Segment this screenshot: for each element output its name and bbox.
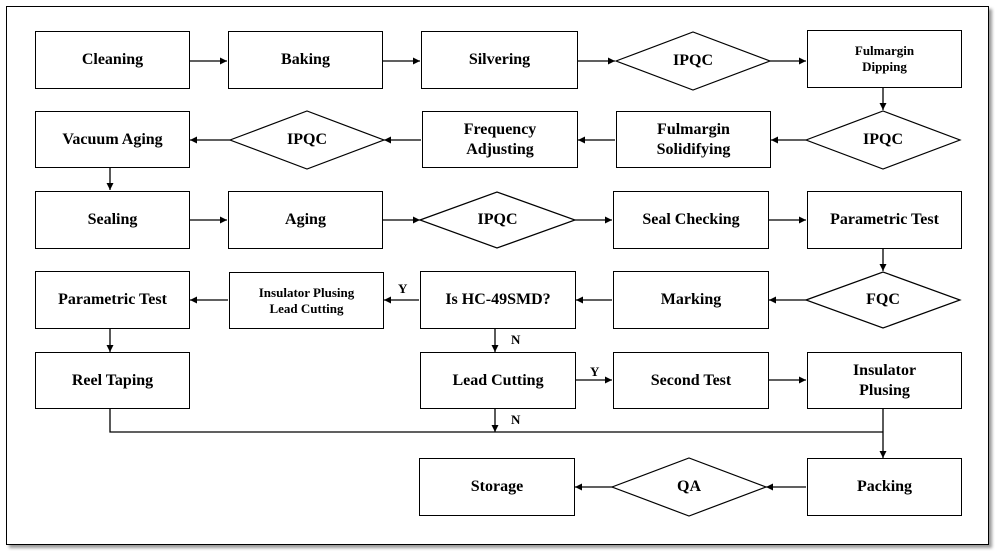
reel-taping-label: Reel Taping xyxy=(71,371,154,389)
packing-label: Packing xyxy=(856,478,913,496)
ipqc1-label: IPQC xyxy=(673,52,713,70)
reel-taping-step: Reel Taping xyxy=(35,352,190,409)
fqc-decision: FQC xyxy=(806,272,960,328)
ipqc2-label: IPQC xyxy=(863,131,903,149)
vacuum-aging-label: Vacuum Aging xyxy=(62,130,163,148)
storage-label: Storage xyxy=(470,478,524,496)
parametric-test-2-step: Parametric Test xyxy=(35,271,190,329)
aging-step: Aging xyxy=(228,191,383,249)
marking-label: Marking xyxy=(660,291,722,309)
marking-step: Marking xyxy=(613,271,769,329)
ipqc4-diamond xyxy=(418,191,577,249)
frequency-adjusting-step: Frequency Adjusting xyxy=(422,111,578,168)
ipqc1-decision: IPQC xyxy=(616,32,770,90)
baking-label: Baking xyxy=(281,51,330,69)
ipqc2-diamond xyxy=(804,110,962,170)
lead-cutting-step: Lead Cutting xyxy=(420,352,576,409)
insulator-plusing-lead-cutting-step: Insulator Plusing Lead Cutting xyxy=(229,272,384,329)
is-hc49smd-label: Is HC-49SMD? xyxy=(445,291,551,309)
storage-step: Storage xyxy=(419,458,575,516)
ipqc3-label: IPQC xyxy=(287,131,327,149)
fqc-diamond xyxy=(804,271,962,329)
branch-label-n-merge: N xyxy=(511,412,521,427)
second-test-step: Second Test xyxy=(613,352,769,409)
sealing-step: Sealing xyxy=(35,191,190,249)
baking-step: Baking xyxy=(228,31,383,89)
ipqc2-decision: IPQC xyxy=(806,111,960,169)
cleaning-label: Cleaning xyxy=(81,51,144,69)
ipqc1-diamond xyxy=(614,31,772,91)
seal-checking-step: Seal Checking xyxy=(613,191,769,249)
merge-line xyxy=(109,409,883,433)
branch-label-y-insulator: Y xyxy=(398,281,408,296)
ipqc4-label: IPQC xyxy=(477,211,518,229)
fulmargin-dipping-step: Fulmargin Dipping xyxy=(807,30,962,88)
ipqc3-diamond xyxy=(228,110,386,170)
insulator-plusing-label: Insulator Plusing xyxy=(852,362,917,399)
branch-label-y-secondtest: Y xyxy=(590,364,600,379)
branch-label-n-leadcut: N xyxy=(511,332,521,347)
aging-label: Aging xyxy=(285,211,326,229)
insulator-plusing-step: Insulator Plusing xyxy=(807,352,962,409)
parametric-test-1-label: Parametric Test xyxy=(830,211,939,229)
ipqc3-decision: IPQC xyxy=(230,111,384,169)
vacuum-aging-step: Vacuum Aging xyxy=(35,111,190,168)
parametric-test-2-label: Parametric Test xyxy=(58,291,167,309)
ipqc4-decision: IPQC xyxy=(420,192,575,248)
packing-step: Packing xyxy=(807,458,962,516)
is-hc49smd-decision: Is HC-49SMD? xyxy=(420,271,576,329)
fulmargin-dipping-label: Fulmargin Dipping xyxy=(854,43,915,74)
insulator-plusing-lead-cutting-label: Insulator Plusing Lead Cutting xyxy=(258,284,355,316)
cleaning-step: Cleaning xyxy=(35,31,190,89)
silvering-label: Silvering xyxy=(468,51,531,69)
silvering-step: Silvering xyxy=(421,31,578,89)
lead-cutting-label: Lead Cutting xyxy=(452,371,544,389)
parametric-test-1-step: Parametric Test xyxy=(807,191,962,249)
fulmargin-solidifying-label: Fulmargin Solidifying xyxy=(656,121,731,158)
fulmargin-solidifying-step: Fulmargin Solidifying xyxy=(616,111,771,168)
qa-label: QA xyxy=(677,478,701,496)
sealing-label: Sealing xyxy=(87,211,138,229)
qa-diamond xyxy=(610,457,768,517)
fqc-label: FQC xyxy=(866,291,900,309)
qa-decision: QA xyxy=(612,458,766,516)
second-test-label: Second Test xyxy=(650,371,732,389)
seal-checking-label: Seal Checking xyxy=(642,211,740,229)
frequency-adjusting-label: Frequency Adjusting xyxy=(463,121,537,158)
